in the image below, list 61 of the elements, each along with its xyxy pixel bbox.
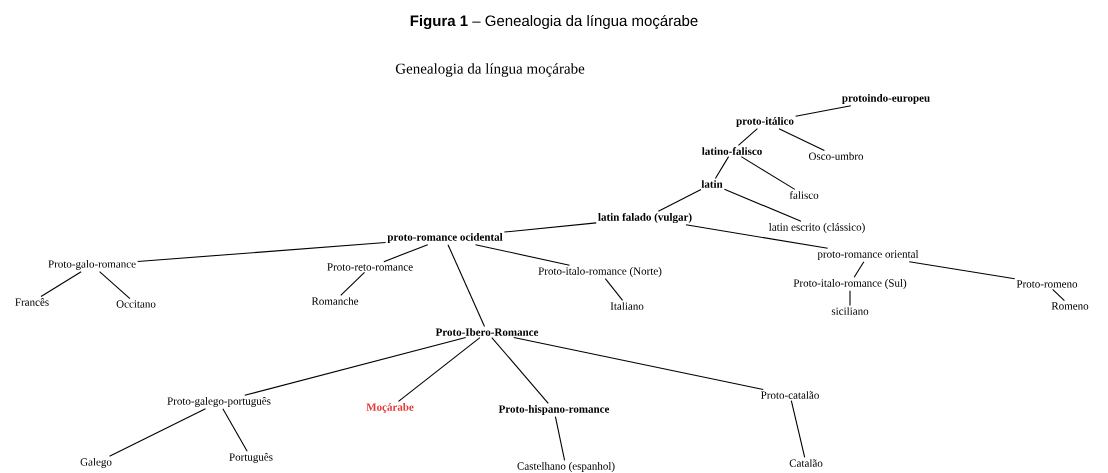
- language-label: Moçárabe: [366, 403, 414, 413]
- language-label: Proto-italo-romance (Sul): [793, 279, 907, 289]
- tree-line: [604, 278, 624, 301]
- tree-line: [474, 244, 571, 266]
- language-label: proto-itálico: [736, 117, 794, 127]
- language-label: Proto-galego-português: [167, 397, 271, 407]
- tree-line: [137, 242, 387, 263]
- language-label: Proto-italo-romance (Norte): [538, 267, 662, 277]
- language-label: Proto-reto-romance: [327, 263, 413, 271]
- language-label: Galego: [80, 458, 112, 468]
- tree-line: [244, 337, 467, 396]
- tree-line: [795, 105, 852, 117]
- language-label: latin falado (vulgar): [598, 212, 692, 224]
- language-label: Romanche: [311, 297, 359, 305]
- language-label: Italiano: [610, 302, 644, 310]
- language-label: Catalão: [789, 459, 823, 467]
- tree-line: [737, 128, 758, 146]
- language-label: proto-romance ocidental: [387, 233, 503, 243]
- language-label: Osco-umbro: [808, 152, 864, 160]
- tree-line: [222, 408, 248, 452]
- language-label: Occitano: [116, 300, 156, 308]
- language-label: latino-falisco: [702, 147, 762, 155]
- tree-line: [554, 416, 566, 461]
- tree-line: [109, 408, 207, 457]
- tree-line: [40, 271, 82, 297]
- language-label: Proto-Ibero-Romance: [435, 328, 539, 336]
- language-label: Romeno: [1051, 302, 1089, 310]
- tree-line: [513, 337, 764, 390]
- language-label: Francês: [15, 298, 49, 306]
- tree-line: [740, 156, 796, 190]
- tree-line: [714, 156, 730, 179]
- tree-line: [657, 189, 702, 212]
- language-label: Proto-catalão: [761, 391, 819, 399]
- tree-line: [849, 290, 851, 306]
- language-label: protoindo-europeu: [842, 94, 930, 104]
- tree-line: [790, 400, 806, 458]
- language-label: Proto-romeno: [1016, 280, 1078, 288]
- tree-line: [503, 222, 597, 233]
- tree-line: [383, 244, 429, 263]
- tree-line: [1052, 288, 1065, 302]
- tree-line: [397, 337, 481, 402]
- tree-line: [685, 224, 829, 249]
- tree-line: [908, 261, 1016, 280]
- diagram-heading: Genealogia da língua moçárabe: [395, 63, 585, 77]
- tree-line: [723, 188, 802, 222]
- language-label: latin escrito (clássico): [768, 223, 865, 233]
- tree-line: [99, 271, 131, 300]
- language-label: Castelhano (espanhol): [517, 462, 615, 472]
- language-label: latin: [701, 180, 723, 188]
- tree-line: [853, 261, 865, 278]
- language-label: siciliano: [831, 307, 869, 315]
- tree-line: [491, 337, 549, 404]
- language-label: Proto-galo-romance: [48, 260, 136, 270]
- language-label: proto-romance oriental: [817, 250, 919, 260]
- tree-line: [447, 244, 486, 327]
- language-label: Proto-hispano-romance: [498, 405, 610, 415]
- tree-line: [778, 128, 825, 151]
- language-label: Português: [229, 453, 273, 463]
- language-label: falisco: [789, 191, 819, 199]
- figure-title: Figura 1 – Genealogia da língua moçárabe: [410, 14, 698, 30]
- tree-line: [340, 271, 366, 296]
